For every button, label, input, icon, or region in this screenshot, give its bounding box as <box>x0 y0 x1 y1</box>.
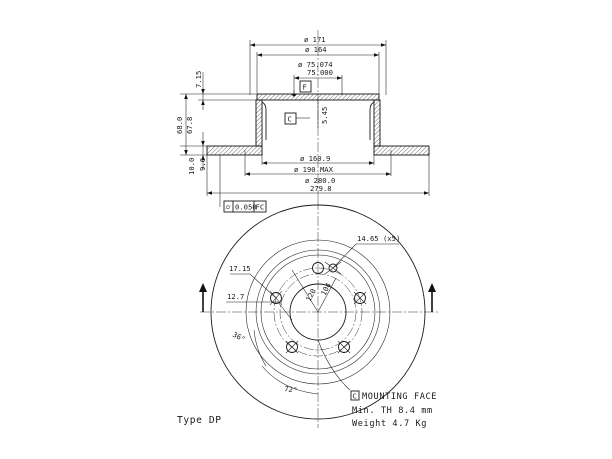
bolt-hole-bottom-left <box>286 341 298 353</box>
dim-text-7-15: 7.15 <box>194 71 203 88</box>
mounting-face-leader <box>317 339 351 391</box>
friction-inner-edge <box>245 239 391 385</box>
dim-text-164: ø 164 <box>305 45 327 54</box>
bolt-hole-top <box>312 262 324 274</box>
dim-text-17-15: 17.15 <box>229 264 251 273</box>
radial-104 <box>317 277 337 313</box>
tolerance-value: 0.050 <box>235 203 257 212</box>
hat-inner-fillet-left <box>261 101 267 140</box>
dim-text-160-9: ø 160.9 <box>300 154 330 163</box>
dim-text-120: 120 <box>304 287 318 303</box>
hole-crosshairs <box>269 261 367 354</box>
hat-outer-edge <box>255 249 381 375</box>
dim-text-75074: ø 75.074 <box>298 60 333 69</box>
dim-text-171: ø 171 <box>304 35 326 44</box>
section-arrow-left-head <box>199 283 207 292</box>
type-label: Type DP <box>177 415 222 426</box>
hat-left-wall <box>255 99 263 147</box>
left-friction-ring <box>206 145 263 156</box>
tolerance-ref: FC <box>256 203 265 212</box>
datum-c-box <box>284 112 297 125</box>
datum-f-triangle <box>291 94 297 97</box>
mounting-face-marker-box <box>350 390 360 401</box>
section-arrowheads <box>207 43 429 195</box>
right-friction-ring <box>373 145 430 156</box>
dim-text-10-0: 10.0 <box>187 158 196 175</box>
locating-hole <box>328 263 338 273</box>
bolt-hole-bottom-right <box>338 341 350 353</box>
weight-note: Weight 4.7 Kg <box>352 419 427 429</box>
dim-text-72: 72° <box>284 384 298 395</box>
min-thickness-note: Min. TH 8.4 mm <box>352 406 433 416</box>
datum-f-box <box>299 80 312 93</box>
hat-right-wall <box>373 99 381 147</box>
section-arrow-right-head <box>428 283 436 292</box>
dim-text-68-0: 68.0 <box>175 117 184 134</box>
pcd-104-circle <box>279 273 357 351</box>
dim-text-104: 104 <box>319 281 333 297</box>
datum-f-label: F <box>303 83 307 92</box>
datum-c-label: C <box>288 115 292 124</box>
dim-text-12-7: 12.7 <box>227 292 244 301</box>
face-view: 120 104 14.65 (x5) 17.15 12.7 36° 72° C <box>199 200 440 428</box>
bolt-holes <box>270 262 366 353</box>
dim-text-5-45: 5.45 <box>320 107 329 124</box>
bolt-hole-left <box>270 292 282 304</box>
leader-12-7b <box>277 301 293 321</box>
dim-text-280: ø 280.0 <box>305 176 335 185</box>
hat-inner-fillet-right <box>369 101 375 140</box>
leader-14-65 <box>332 243 399 269</box>
tolerance-frame <box>223 200 267 213</box>
leader-17-15 <box>230 273 277 299</box>
dim-text-36: 36° <box>231 330 247 344</box>
hat-top-wall <box>256 93 380 101</box>
tolerance-symbol-icon: ⌭ <box>226 203 232 212</box>
angle-arc-36 <box>253 329 267 367</box>
dim-text-279-8: 279.8 <box>310 184 332 193</box>
angle-arc-72 <box>261 365 319 395</box>
bolt-hole-right <box>354 292 366 304</box>
mounting-face-marker: C <box>353 392 357 401</box>
mounting-face-note: MOUNTING FACE <box>362 392 437 402</box>
section-view: ø 171 ø 164 ø 75.074 75.000 ø 160.9 ø 19… <box>175 30 430 213</box>
hat-edge-2 <box>260 254 376 370</box>
dim-text-9-6: 9.6 <box>198 158 207 171</box>
pcd-120-circle <box>273 267 363 357</box>
section-arrows <box>199 283 436 312</box>
radial-120 <box>291 269 319 313</box>
dim-text-67-8: 67.8 <box>185 117 194 134</box>
dim-text-14-65: 14.65 (x5) <box>357 234 400 243</box>
dim-text-190-max: ø 190 MAX <box>294 165 334 174</box>
disc-outer-edge <box>210 204 426 420</box>
dim-text-75000: 75.000 <box>307 68 333 77</box>
vertical-arrowheads <box>184 89 205 160</box>
